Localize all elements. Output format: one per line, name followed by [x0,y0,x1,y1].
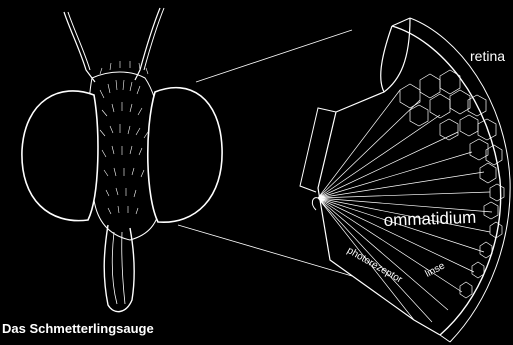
cornea-lens [381,18,410,92]
label-retina: retina [470,49,505,63]
compound-eye-right [148,88,222,223]
proboscis [104,225,134,312]
diagram-title: Das Schmetterlingsauge [2,322,154,335]
antenna-left [64,12,95,82]
ommatidia-fan [318,90,492,322]
eye-cross-section [300,18,510,342]
head-hair [100,61,148,214]
zoom-line-top [196,30,352,82]
compound-eye-left [22,91,98,221]
butterfly-head [22,8,222,312]
antenna-right [135,8,160,80]
label-ommatidium: ommatidium [383,209,476,229]
